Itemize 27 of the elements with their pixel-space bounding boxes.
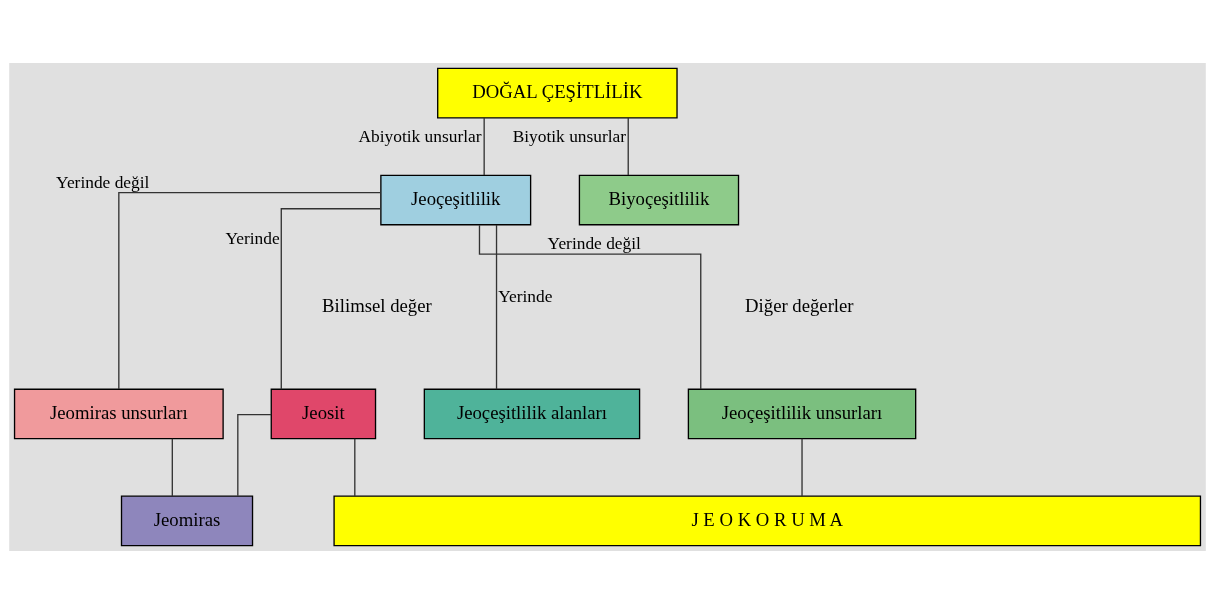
node-box: J E O K O R U M A — [333, 495, 1202, 547]
node-box: Jeomiras unsurları — [13, 388, 224, 440]
edge-label: Yerinde değil — [56, 172, 150, 192]
connector — [237, 413, 272, 497]
connector — [801, 438, 803, 497]
connector — [483, 117, 485, 176]
connector — [478, 224, 702, 390]
label: Bilimsel değer — [322, 294, 432, 316]
node-box: Jeoçeşitlilik — [380, 174, 532, 226]
connector — [354, 438, 356, 497]
edge-label: Biyotik unsurlar — [512, 126, 627, 146]
connector — [280, 208, 382, 390]
edge-label: Yerinde — [225, 229, 280, 249]
connector — [495, 224, 498, 390]
label: Diğer değerler — [745, 294, 854, 316]
node-box: Jeomiras — [120, 495, 254, 547]
node-box: Jeoçeşitlilik unsurları — [687, 388, 917, 440]
node-box: Jeoçeşitlilik alanları — [423, 388, 641, 440]
edge-label: Yerinde değil — [547, 234, 641, 254]
node-box: Biyoçeşitlilik — [578, 174, 740, 226]
connector — [627, 117, 629, 176]
connector — [118, 192, 382, 390]
node-box: DOĞAL ÇEŞİTLİLİK — [437, 67, 678, 119]
edge-label: Yerinde — [498, 287, 553, 307]
connector — [171, 438, 173, 497]
node-box: Jeosit — [270, 388, 377, 440]
edge-label: Abiyotik unsurlar — [358, 126, 482, 146]
